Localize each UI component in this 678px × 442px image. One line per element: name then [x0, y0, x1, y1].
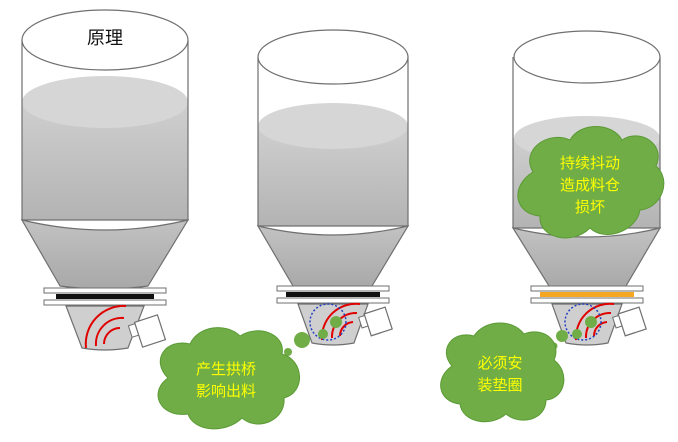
cloud-shape	[157, 327, 300, 430]
cloud-shape	[517, 126, 665, 239]
cloud-arch-line-1: 产生拱桥	[196, 360, 256, 378]
silo-1-flange-bottom	[43, 299, 167, 306]
cloud-damage-line-3: 损坏	[575, 198, 605, 216]
cloud-tail-bubble	[294, 332, 310, 348]
cloud-callout-gasket: 必须安 装垫圈	[440, 322, 568, 423]
silo-2-material-top	[258, 103, 408, 149]
silo-3-gasket-orange	[540, 292, 634, 297]
silo-1-gasket	[56, 294, 154, 299]
material-clump-icon	[585, 316, 597, 328]
cloud-callout-arch: 产生拱桥 影响出料	[157, 327, 310, 430]
cloud-shape	[440, 322, 565, 423]
vibrator-motor-icon	[358, 306, 393, 337]
silo-2-gasket	[286, 292, 380, 297]
cloud-gasket-line-2: 装垫圈	[477, 376, 522, 394]
cloud-tail-bubble	[284, 348, 292, 356]
diagram-title: 原理	[87, 28, 123, 49]
arch-zone-marker	[309, 303, 347, 341]
cloud-damage-line-2: 造成料仓	[560, 176, 620, 194]
vibrator-motor-icon	[612, 306, 647, 337]
cloud-arch-line-2: 影响出料	[196, 382, 256, 400]
silo-2-material	[258, 126, 408, 226]
silo-1-lid	[21, 9, 189, 71]
cloud-callout-damage: 持续抖动 造成料仓 损坏	[517, 126, 665, 239]
cloud-tail-bubble	[556, 330, 568, 342]
silo-3-lid	[513, 30, 661, 84]
vibrator-motor-icon	[127, 314, 167, 348]
cloud-gasket-line-1: 必须安	[477, 354, 522, 372]
material-clump-icon	[318, 329, 328, 339]
silo-1-principle: 原理	[20, 9, 190, 351]
silo-3-cone	[511, 227, 662, 290]
material-clump-icon	[330, 316, 342, 328]
silo-1-flange-top	[43, 287, 167, 294]
silo-1-material	[22, 102, 188, 220]
material-clump-icon	[572, 329, 582, 339]
cloud-damage-line-1: 持续抖动	[560, 154, 620, 172]
silo-2-lid	[257, 29, 409, 85]
silo-1-material-top	[22, 76, 188, 128]
silo-1-cone	[20, 219, 190, 290]
silo-2-cone	[256, 225, 410, 290]
vibration-wave-icon	[84, 304, 127, 349]
silo-2-arching	[256, 29, 410, 346]
